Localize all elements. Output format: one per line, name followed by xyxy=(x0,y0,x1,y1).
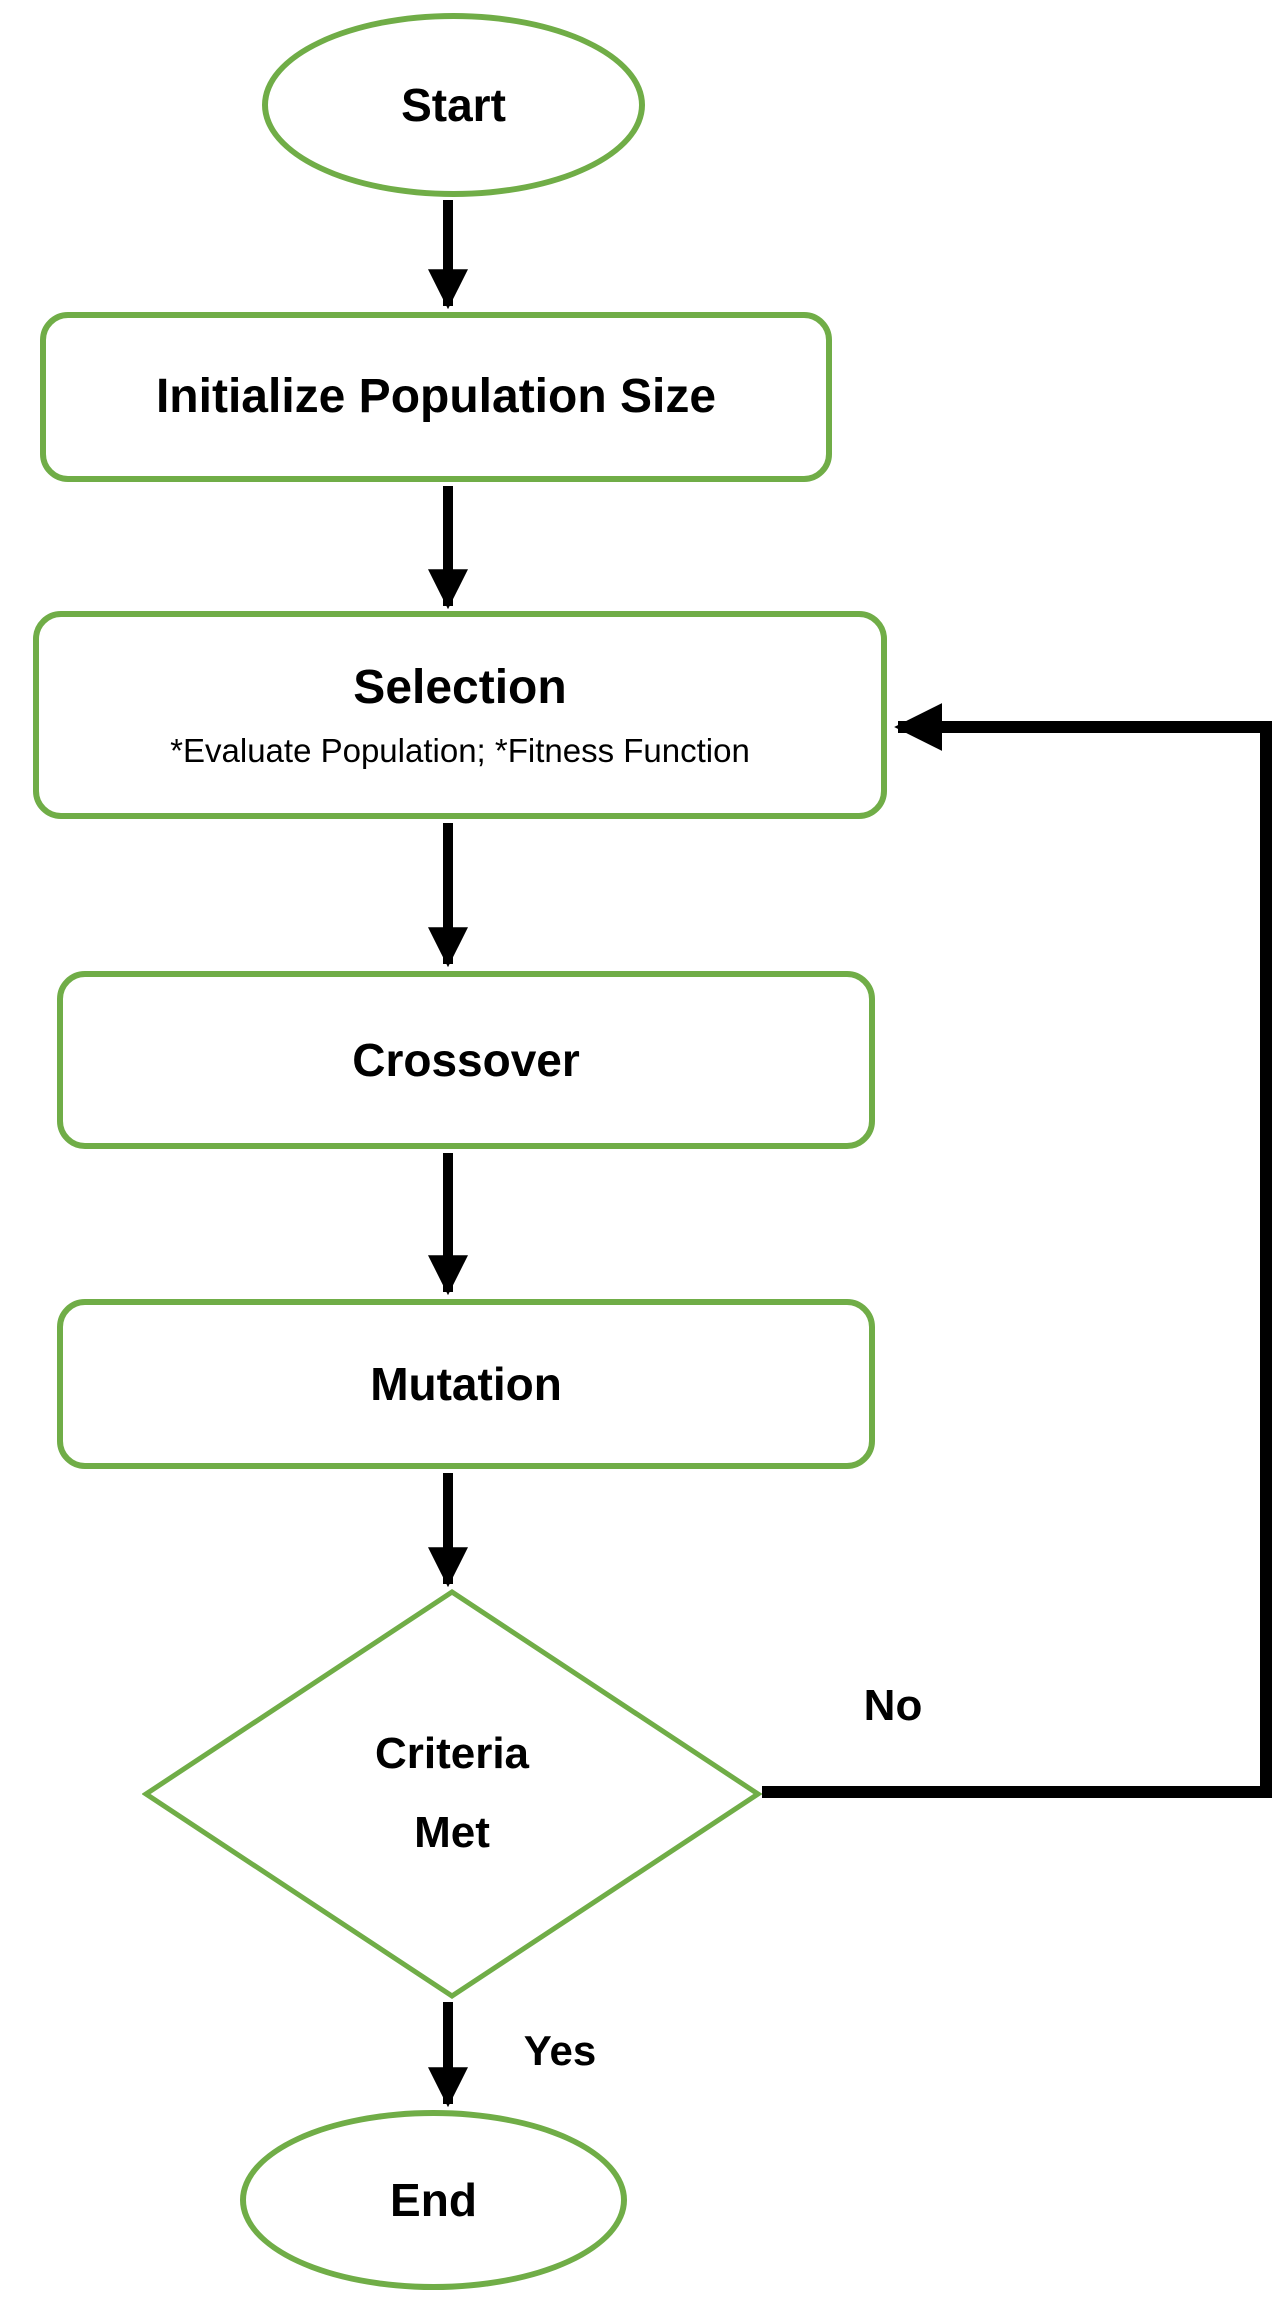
node-end: End xyxy=(240,2110,627,2290)
node-initialize-population-size: Initialize Population Size xyxy=(40,312,832,482)
diamond-outline xyxy=(142,1589,762,1999)
node-decision-label-line1: Criteria xyxy=(374,1729,530,1779)
node-decision-label: Criteria Met xyxy=(142,1588,762,2000)
node-crossover: Crossover xyxy=(57,971,875,1149)
node-selection-title: Selection xyxy=(353,660,567,714)
node-end-label: End xyxy=(390,2173,477,2226)
node-mutation: Mutation xyxy=(57,1299,875,1469)
edge-decision-selection-no-loop xyxy=(762,703,1272,1798)
node-start: Start xyxy=(262,13,645,197)
edge-label-yes: Yes xyxy=(523,2027,597,2074)
node-crossover-label: Crossover xyxy=(352,1033,580,1086)
node-decision-label-line2: Met xyxy=(414,1808,490,1857)
node-initialize-label: Initialize Population Size xyxy=(155,370,717,424)
node-decision-diamond-shape xyxy=(142,1589,762,1999)
node-mutation-label: Mutation xyxy=(370,1357,562,1410)
edge-label-no: No xyxy=(863,1681,923,1730)
node-start-label: Start xyxy=(401,78,506,131)
node-selection: Selection *Evaluate Population; *Fitness… xyxy=(33,611,887,819)
node-selection-subtitle: *Evaluate Population; *Fitness Function xyxy=(170,731,750,769)
